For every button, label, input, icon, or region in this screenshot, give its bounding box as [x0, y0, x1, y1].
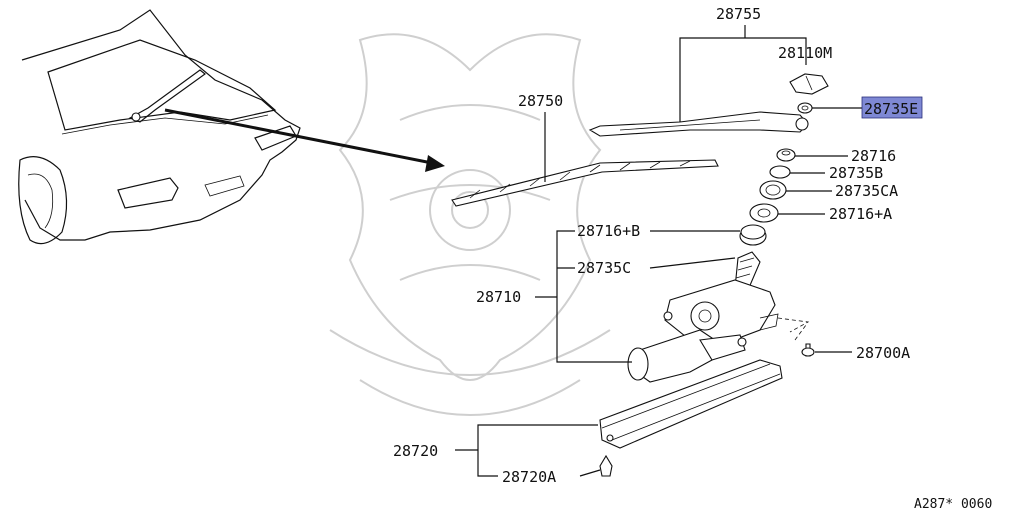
label-28720A: 28720A: [502, 468, 556, 486]
label-28755: 28755: [716, 5, 761, 23]
bolt-28700A: [801, 343, 852, 357]
wiper-arm-28755: [588, 25, 809, 137]
label-28720: 28720: [393, 442, 438, 460]
label-28735E[interactable]: 28735E: [864, 100, 918, 118]
bushing-28735CA: [759, 180, 832, 200]
motor-assembly-28710: [627, 251, 810, 383]
label-28110M: 28110M: [778, 44, 832, 62]
label-28716A: 28716+A: [829, 205, 892, 223]
label-28716B: 28716+B: [577, 222, 640, 240]
pointer-arrow: [164, 108, 445, 172]
label-28735B: 28735B: [829, 164, 883, 182]
washer-28716: [776, 148, 848, 162]
vehicle-illustration: [18, 9, 301, 245]
diagram-code: A287* 0060: [914, 497, 992, 511]
highlight-box: [861, 96, 923, 119]
wiper-blade-28750: [451, 112, 719, 207]
label-28710: 28710: [476, 288, 521, 306]
label-28716: 28716: [851, 147, 896, 165]
nut-28735E: [797, 102, 862, 114]
cap-28110M: [789, 73, 829, 95]
leader-lines: [455, 230, 632, 477]
cover-28720: [579, 359, 783, 477]
washer-28716A: [749, 203, 825, 223]
label-28735CA: 28735CA: [835, 182, 898, 200]
label-28735C: 28735C: [577, 259, 631, 277]
seal-28735B: [769, 165, 825, 179]
label-28700A: 28700A: [856, 344, 910, 362]
watermark-emblem: [329, 33, 611, 416]
washer-28716B: [650, 224, 767, 246]
label-28750: 28750: [518, 92, 563, 110]
